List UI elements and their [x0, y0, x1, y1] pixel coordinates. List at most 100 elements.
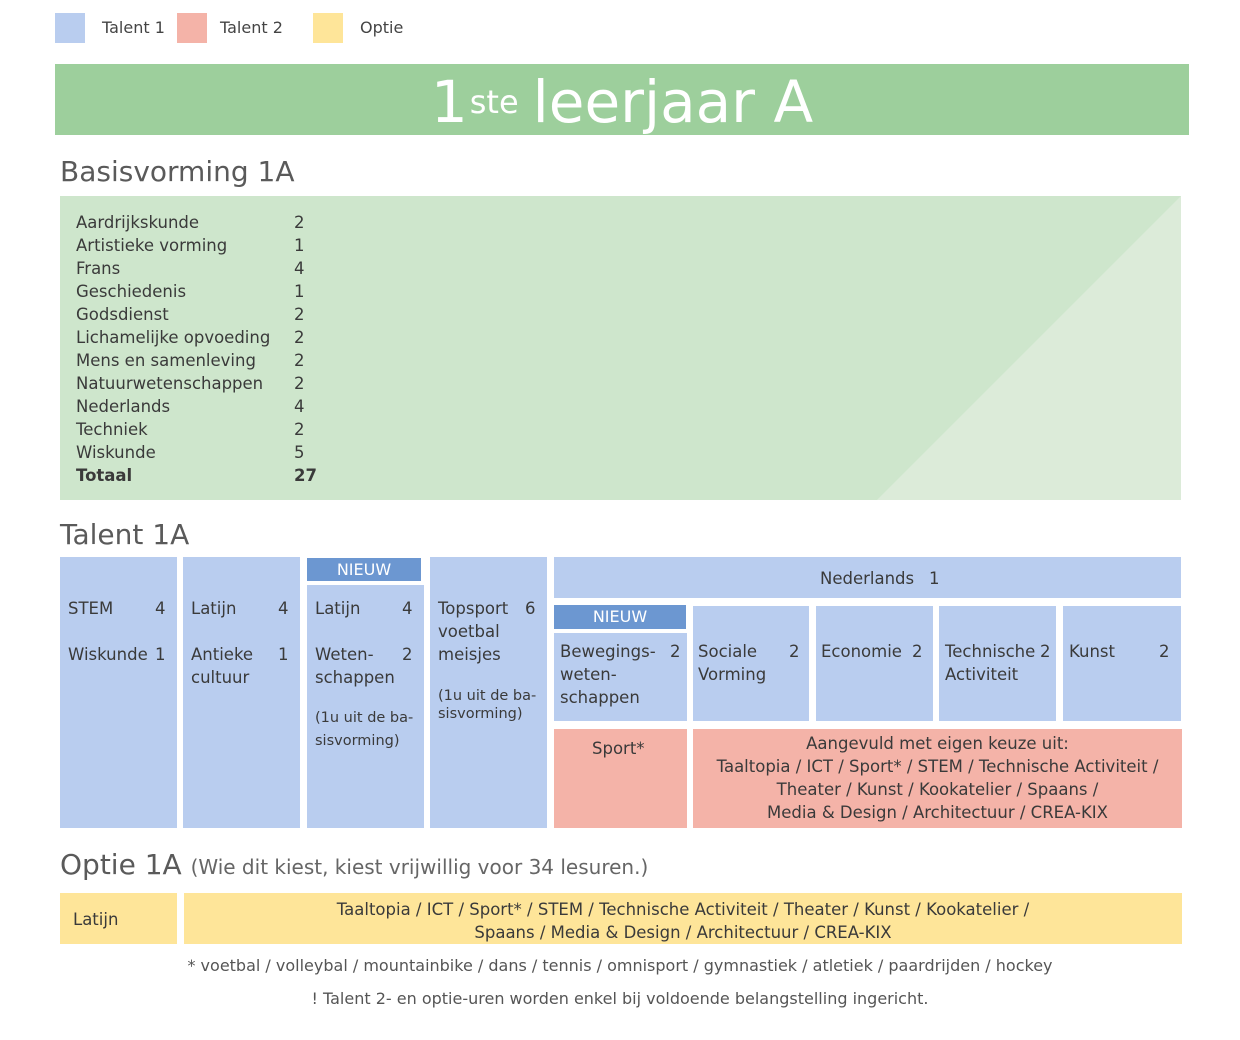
subject-name: Natuurwetenschappen — [76, 374, 264, 393]
sport-label: Sport* — [592, 739, 645, 758]
subject-hours: 4 — [294, 397, 305, 416]
talent-topsport-box: Topsport voetbal meisjes 6 (1u uit de ba… — [430, 557, 547, 828]
latijn2-label: Latijn — [315, 599, 361, 618]
basis-row: Techniek 2 — [76, 420, 336, 443]
subject-hours: 2 — [294, 328, 305, 347]
subject-name: Aardrijkskunde — [76, 213, 200, 232]
wetenschappen-note-2: sisvorming) — [315, 733, 400, 749]
talent-sport-box: Sport* — [554, 729, 687, 828]
basis-row: Wiskunde 5 — [76, 443, 336, 466]
subject-hours: 1 — [294, 282, 305, 301]
talent-kunst-box: Kunst 2 — [1063, 606, 1181, 721]
stem-label: STEM — [68, 599, 114, 618]
footnote-sport: * voetbal / volleybal / mountainbike / d… — [187, 956, 1053, 975]
wetenschappen-hours: 2 — [402, 645, 413, 664]
subject-hours: 2 — [294, 420, 305, 439]
optie-title: Optie 1A (Wie dit kiest, kiest vrijwilli… — [60, 848, 648, 881]
subject-name: Totaal — [76, 466, 133, 485]
sociale-hours: 2 — [789, 642, 800, 661]
subject-hours: 1 — [294, 236, 305, 255]
subject-name: Geschiedenis — [76, 282, 187, 301]
wiskunde-hours: 1 — [155, 645, 166, 664]
optie-keuze-line-2: Spaans / Media & Design / Architectuur /… — [474, 923, 892, 942]
latijn-hours: 4 — [278, 599, 289, 618]
wetenschappen-label-2: schappen — [315, 668, 395, 687]
subject-hours: 2 — [294, 213, 305, 232]
optie-keuze-line-1: Taaltopia / ICT / Sport* / STEM / Techni… — [336, 900, 1030, 919]
topsport-hours: 6 — [525, 599, 536, 618]
aangevuld-line-4: Media & Design / Architectuur / CREA-KIX — [767, 803, 1108, 822]
nieuw-badge-beweging: NIEUW — [554, 605, 686, 629]
legend-label-talent-1: Talent 1 — [102, 18, 165, 37]
talent-technische-activiteit-box: Technische Activiteit 2 — [939, 606, 1056, 721]
topsport-note-2: sisvorming) — [438, 706, 523, 722]
wetenschappen-note-1: (1u uit de ba- — [315, 710, 414, 726]
legend-swatch-talent-2 — [177, 13, 207, 43]
subject-name: Wiskunde — [76, 443, 156, 462]
subject-name: Techniek — [76, 420, 148, 439]
cultuur-label: cultuur — [191, 668, 250, 687]
legend-swatch-talent-1 — [55, 13, 85, 43]
latijn-label: Latijn — [191, 599, 237, 618]
talent-latijn-box: Latijn 4 Antieke cultuur 1 — [183, 557, 300, 828]
talent-latijn-wetenschappen-box: Latijn 4 Weten- schappen 2 (1u uit de ba… — [307, 585, 424, 828]
subject-name: Frans — [76, 259, 121, 278]
technische-label-1: Technische — [945, 642, 1036, 661]
basis-row: Natuurwetenschappen 2 — [76, 374, 336, 397]
subject-name: Artistieke vorming — [76, 236, 228, 255]
subject-name: Godsdienst — [76, 305, 169, 324]
topsport-note-1: (1u uit de ba- — [438, 688, 537, 704]
basis-row: Nederlands 4 — [76, 397, 336, 420]
legend-label-talent-2: Talent 2 — [220, 18, 283, 37]
basis-decorative-triangle — [877, 196, 1181, 500]
sociale-label-1: Sociale — [698, 642, 758, 661]
antieke-hours: 1 — [278, 645, 289, 664]
subject-name: Mens en samenleving — [76, 351, 256, 370]
optie-title-text: Optie 1A — [60, 848, 182, 881]
optie-latijn-label: Latijn — [73, 910, 119, 929]
topsport-label-2: voetbal — [438, 622, 500, 641]
optie-latijn-box: Latijn — [60, 893, 177, 944]
talent-economie-box: Economie 2 — [816, 606, 933, 721]
basis-row: Artistieke vorming 1 — [76, 236, 336, 259]
nederlands-hours: 1 — [929, 569, 940, 588]
aangevuld-line-2: Taaltopia / ICT / Sport* / STEM / Techni… — [716, 757, 1159, 776]
talent-sociale-vorming-box: Sociale Vorming 2 — [693, 606, 809, 721]
footnote-notice: ! Talent 2- en optie-uren worden enkel b… — [311, 989, 929, 1008]
subject-name: Nederlands — [76, 397, 171, 416]
nieuw-badge-latijn: NIEUW — [307, 558, 421, 581]
wetenschappen-label-1: Weten- — [315, 645, 374, 664]
subject-hours: 2 — [294, 305, 305, 324]
basis-row: Geschiedenis 1 — [76, 282, 336, 305]
basis-row: Frans 4 — [76, 259, 336, 282]
beweging-hours: 2 — [670, 642, 681, 661]
talent-nederlands-bar: Nederlands 1 — [554, 557, 1181, 598]
beweging-label-2: weten- — [560, 665, 617, 684]
economie-hours: 2 — [912, 642, 923, 661]
legend-swatch-optie — [313, 13, 343, 43]
subject-hours: 4 — [294, 259, 305, 278]
basis-row: Aardrijkskunde 2 — [76, 213, 336, 236]
basis-total-row: Totaal 27 — [76, 466, 336, 489]
beweging-label-3: schappen — [560, 688, 640, 707]
talent-title: Talent 1A — [60, 518, 190, 551]
subject-hours: 27 — [294, 466, 317, 485]
antieke-label: Antieke — [191, 645, 254, 664]
basis-row: Lichamelijke opvoeding 2 — [76, 328, 336, 351]
sociale-label-2: Vorming — [698, 665, 767, 684]
kunst-hours: 2 — [1159, 642, 1170, 661]
subject-name: Lichamelijke opvoeding — [76, 328, 271, 347]
talent-bewegingswetenschappen-box: Bewegings- weten- schappen 2 — [554, 633, 687, 721]
banner-superscript: ste — [469, 82, 519, 121]
topsport-label-3: meisjes — [438, 645, 501, 664]
subject-hours: 5 — [294, 443, 305, 462]
technische-hours: 2 — [1040, 642, 1051, 661]
topsport-label-1: Topsport — [438, 599, 509, 618]
banner-title: leerjaar A — [532, 67, 814, 136]
legend-label-optie: Optie — [360, 18, 404, 37]
latijn2-hours: 4 — [402, 599, 413, 618]
subject-hours: 2 — [294, 374, 305, 393]
